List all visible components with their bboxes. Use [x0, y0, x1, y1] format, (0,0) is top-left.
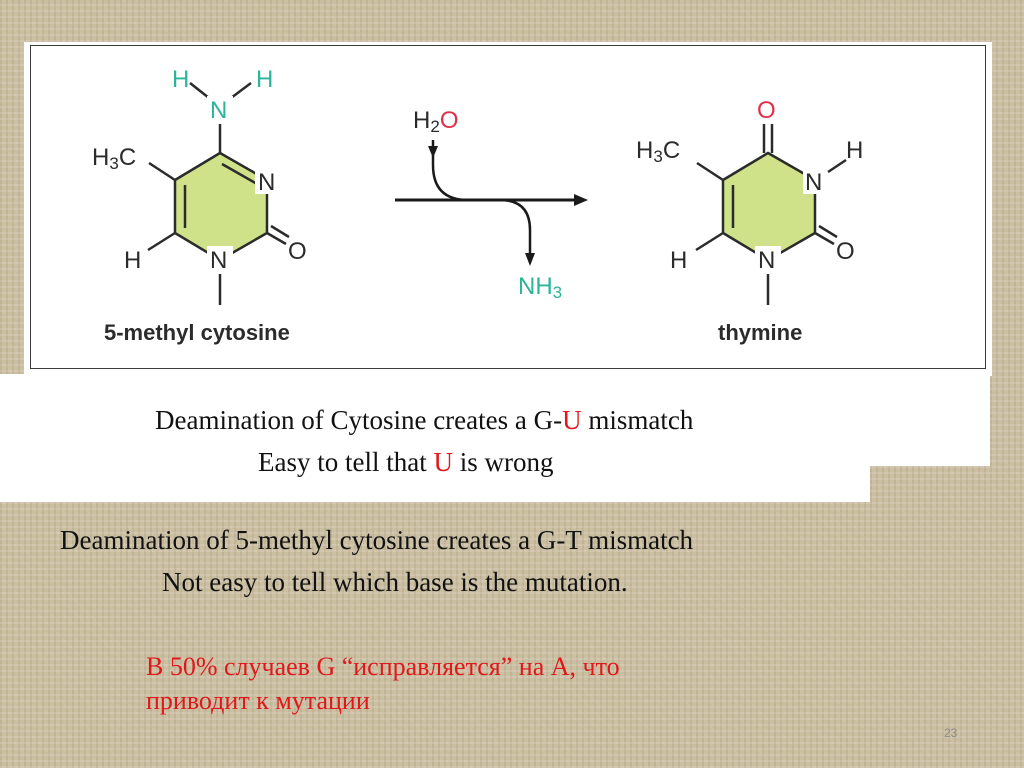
- reactant-molecule: H N H H3C N O N H 5-methyl cytosine: [92, 66, 307, 345]
- diagram-frame: [30, 45, 986, 369]
- uracil-wrong-line: Easy to tell that U is wrong: [258, 447, 554, 477]
- water-label: H2O: [413, 107, 458, 136]
- product-ring: [721, 151, 817, 262]
- reactant-ring-n1: N: [210, 247, 227, 274]
- product-ring-n1: N: [758, 247, 775, 274]
- water-in-curve: [431, 140, 469, 202]
- reactant-amine-h2: H: [256, 66, 273, 93]
- text-panel-extension: [868, 374, 990, 466]
- product-molecule: O N H H3C O N H thymine: [636, 97, 863, 345]
- reactant-methyl-label: H3C: [92, 144, 136, 173]
- russian-note: В 50% случаев G “исправляется” на A, что…: [146, 650, 620, 718]
- main-arrow-head: [574, 194, 588, 206]
- reactant-amine-h1: H: [172, 66, 189, 93]
- product-ring-n3-h: H: [846, 137, 863, 164]
- product-ring-n3: N: [805, 169, 822, 196]
- reactant-name: 5-methyl cytosine: [104, 320, 290, 345]
- product-ring-o: O: [836, 238, 855, 265]
- reactant-ring-h: H: [124, 247, 141, 274]
- page-number: 23: [944, 726, 958, 740]
- product-ring-h: H: [670, 247, 687, 274]
- reaction-diagram: H N H H3C N O N H 5-methyl cytosine H2O …: [92, 66, 863, 345]
- ammonia-out-curve: [499, 198, 532, 255]
- reactant-amine-n: N: [210, 97, 227, 124]
- reactant-ring-n3: N: [258, 169, 275, 196]
- reactant-ring: [173, 151, 269, 262]
- product-methyl-label: H3C: [636, 137, 680, 166]
- methylcytosine-deamination-line: Deamination of 5-methyl cytosine creates…: [60, 525, 694, 555]
- reaction-arrow-group: H2O NH3: [395, 107, 588, 302]
- russian-note-line-1: В 50% случаев G “исправляется” на A, что: [146, 652, 620, 681]
- russian-note-line-2: приводит к мутации: [146, 686, 370, 715]
- product-top-o: O: [757, 97, 776, 124]
- ammonia-label: NH3: [518, 273, 562, 302]
- product-name: thymine: [718, 320, 802, 345]
- cytosine-deamination-line: Deamination of Cytosine creates a G-U mi…: [155, 405, 694, 435]
- reactant-ring-o: O: [288, 238, 307, 265]
- text-panel: [0, 374, 870, 502]
- mutation-ambiguity-line: Not easy to tell which base is the mutat…: [162, 567, 628, 597]
